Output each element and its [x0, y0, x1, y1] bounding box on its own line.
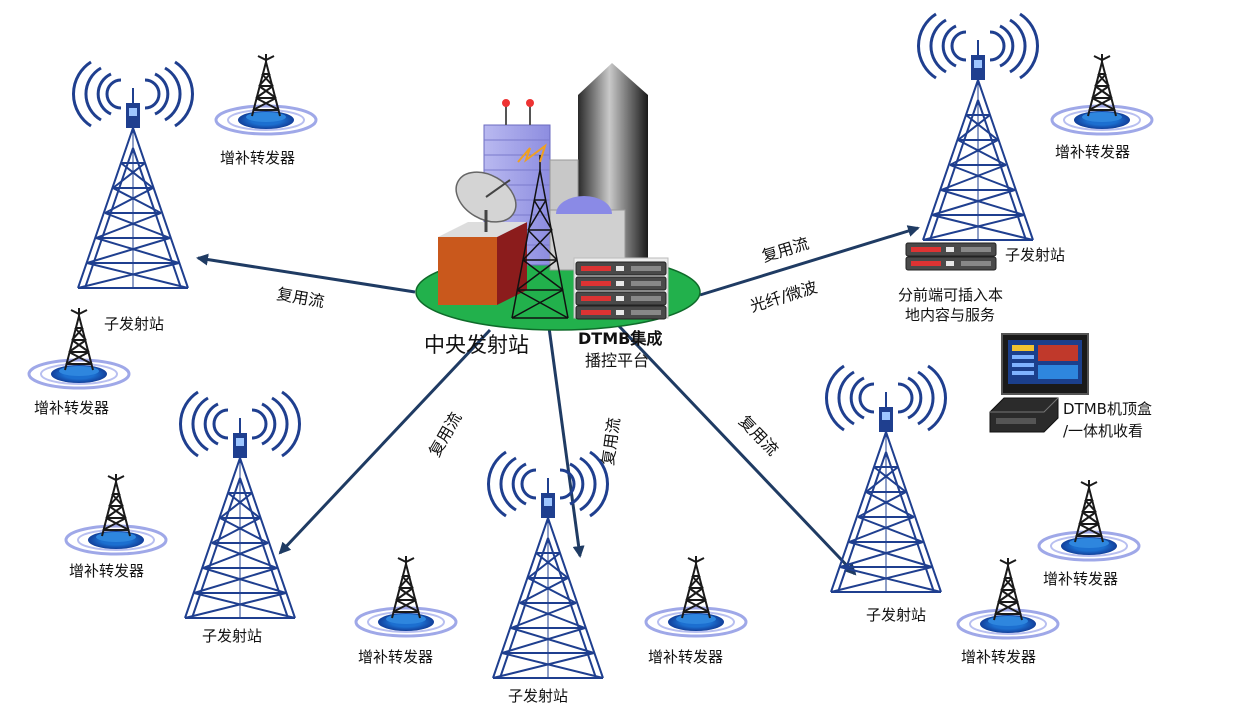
sub-station-label: 子发射站 [866, 606, 926, 624]
central-tower [511, 155, 569, 319]
repeater-icon [1050, 52, 1154, 136]
link-arrows [196, 225, 920, 576]
sub-station-tower-left [71, 60, 195, 290]
set-top-box-icon [989, 397, 1059, 433]
arrow-to-down-right-station [616, 323, 857, 576]
repeater-label: 增补转发器 [1043, 570, 1118, 588]
repeater-label: 增补转发器 [1055, 143, 1130, 161]
link-label-right-top: 复用流 [760, 234, 811, 266]
platform-label-line1: DTMB集成 [578, 329, 662, 348]
repeater-icon [1037, 478, 1141, 562]
repeater-label: 增补转发器 [69, 562, 144, 580]
sub-station-tower-down-left [178, 390, 302, 620]
central-station [415, 63, 701, 331]
sub-station-towers [71, 12, 1040, 680]
sub-station-label: 子发射站 [508, 687, 568, 705]
repeater-icon [644, 554, 748, 638]
repeater-icon [214, 52, 318, 136]
link-label-left: 复用流 [275, 284, 326, 311]
repeater-label: 增补转发器 [358, 648, 433, 666]
repeater-icon [354, 554, 458, 638]
platform-label-line2: 播控平台 [585, 351, 649, 370]
repeater-label: 增补转发器 [961, 648, 1036, 666]
orange-building [438, 237, 497, 305]
sub-station-label: 子发射站 [104, 315, 164, 333]
dtmb-equipment-rack [573, 257, 669, 320]
branch-front-end-equipment [905, 242, 997, 271]
sub-station-tower-down-center [486, 450, 610, 680]
repeater-label: 增补转发器 [648, 648, 723, 666]
repeater-icon [64, 472, 168, 556]
arrow-to-right-station [699, 225, 920, 297]
branch-front-end-line2: 地内容与服务 [905, 306, 995, 324]
sub-station-label: 子发射站 [1005, 246, 1065, 264]
link-label-down-left: 复用流 [425, 409, 465, 460]
tv-receiver [989, 333, 1089, 433]
sub-station-tower-right [916, 12, 1040, 242]
sub-station-label: 子发射站 [202, 627, 262, 645]
link-label-down-right: 复用流 [735, 412, 782, 460]
satellite-dish [455, 171, 517, 232]
receiver-label-line1: DTMB机顶盒 [1063, 400, 1152, 418]
repeater-label: 增补转发器 [220, 149, 295, 167]
central-station-label: 中央发射站 [424, 333, 529, 357]
arrow-to-down-center-station [546, 319, 585, 558]
link-label-down-center: 复用流 [598, 416, 623, 466]
link-label-right-bottom: 光纤/微波 [748, 277, 820, 315]
repeater-label: 增补转发器 [34, 399, 109, 417]
sub-station-tower-down-right [824, 364, 948, 594]
receiver-label-line2: /一体机收看 [1063, 422, 1143, 440]
arrow-to-down-left-station [278, 328, 492, 555]
branch-front-end-line1: 分前端可插入本 [898, 286, 1003, 304]
arrow-to-left-station [196, 253, 416, 294]
